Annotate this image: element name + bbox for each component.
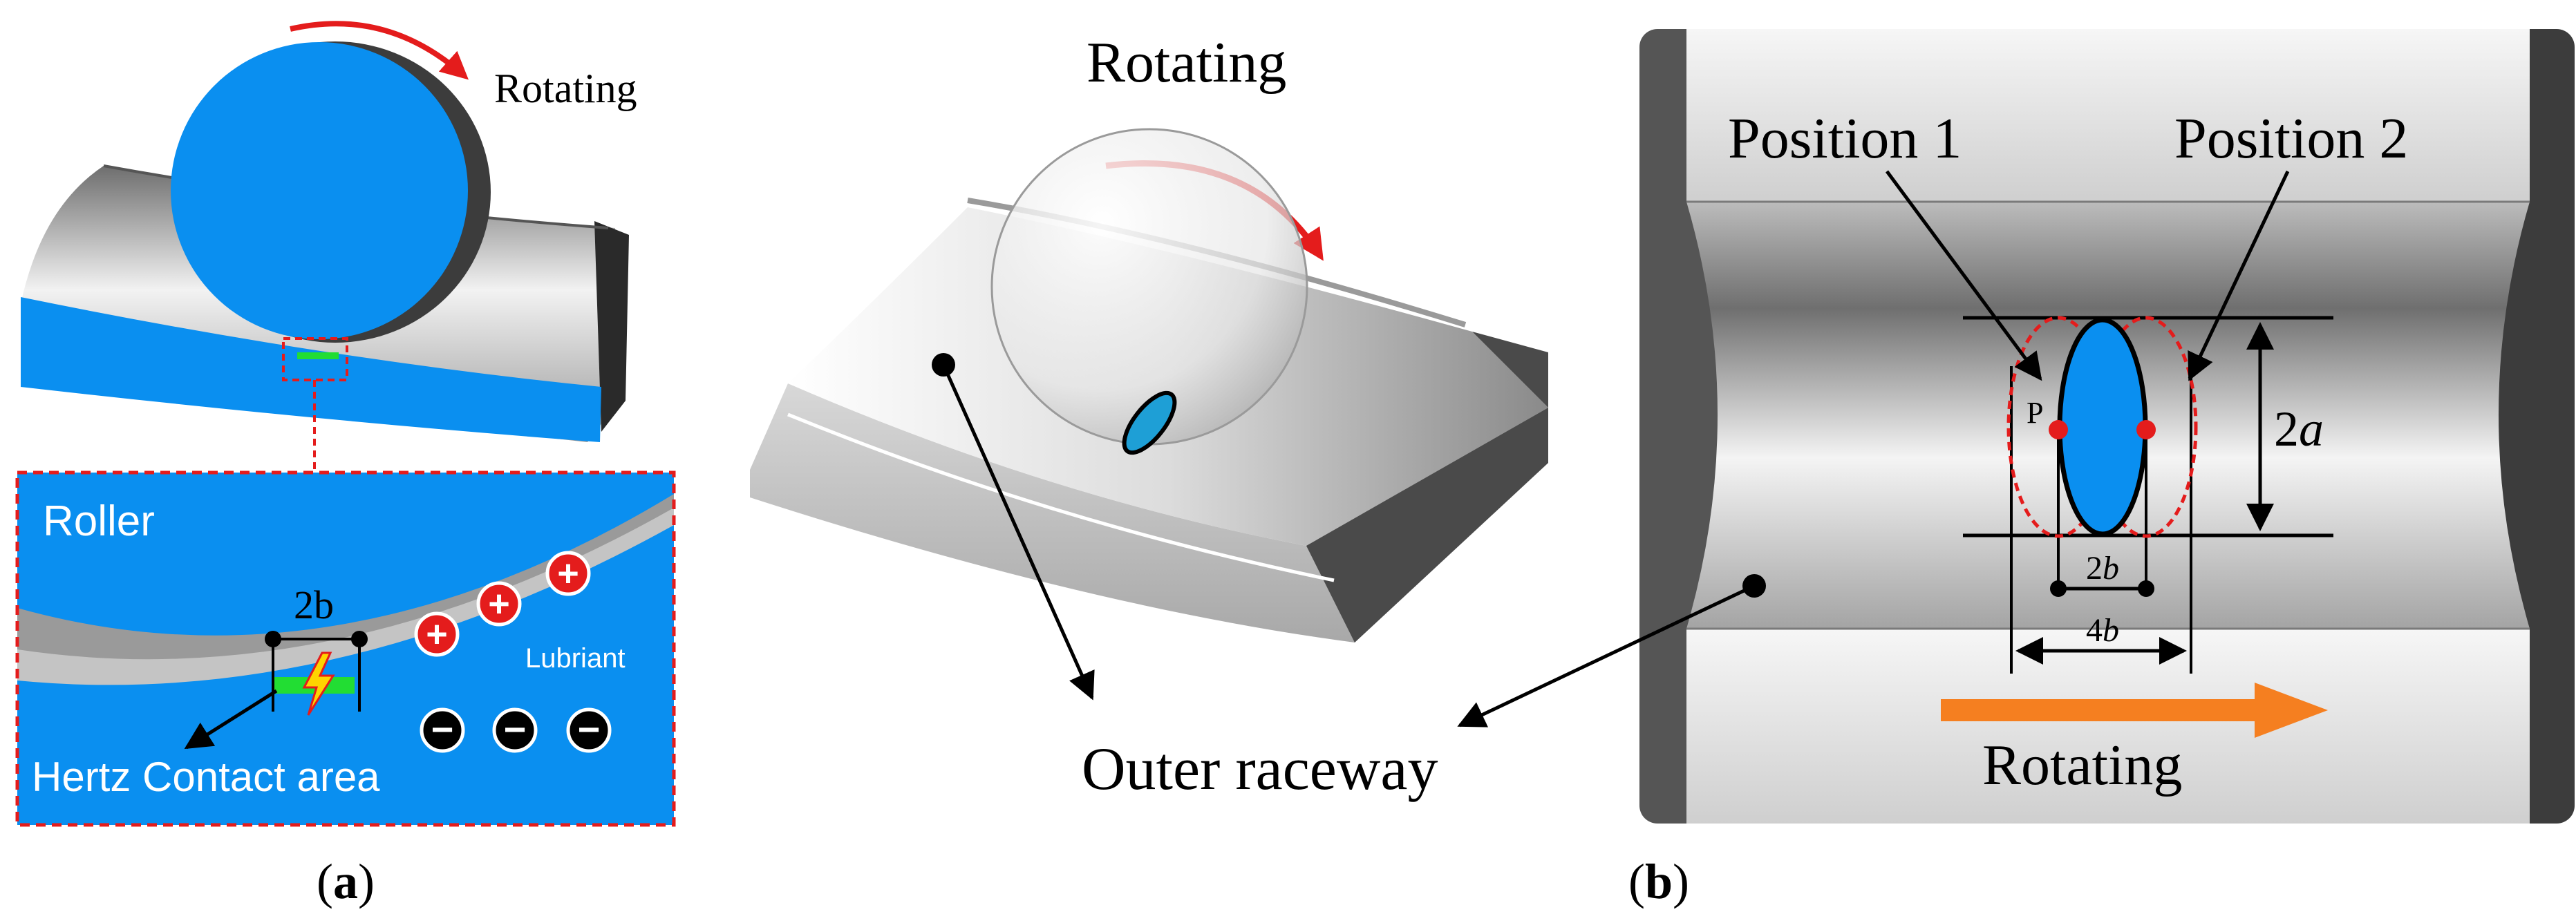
roller-label: Roller	[43, 497, 155, 545]
lightning-icon	[302, 651, 335, 716]
svg-text:−: −	[431, 707, 454, 751]
minor-axis-label: 2b	[2086, 550, 2119, 587]
panel-a: Rotating Roller 2b +	[15, 21, 676, 909]
contact-ellipse-center	[2057, 317, 2148, 537]
rotation-arrow-a	[290, 21, 469, 80]
panel-b: Position 1 Position 2 2a P 2b 4b	[1457, 29, 2575, 909]
hertz-contact-label: Hertz Contact area	[32, 754, 380, 800]
ball	[990, 128, 1308, 446]
position2-pointer	[2188, 170, 2290, 381]
position2-label: Position 2	[2174, 106, 2408, 171]
zoom-inset: Roller 2b + + + Lubriant	[15, 470, 676, 827]
position1-pointer	[1885, 170, 2042, 381]
dim-dot-right-b	[2138, 580, 2154, 597]
dim-dot-right-a	[351, 631, 368, 647]
width-label-a: 2b	[294, 582, 334, 627]
outer-width-label: 4b	[2086, 612, 2119, 649]
raceway-top-band	[1686, 29, 2530, 202]
dim-dot-left-a	[265, 631, 281, 647]
point-p-dot	[2049, 420, 2068, 439]
contact-ellipse-3d	[1122, 390, 1177, 455]
zoom-box-small	[282, 337, 348, 381]
positive-charge: +	[545, 551, 591, 596]
positive-charge: +	[476, 581, 522, 627]
rotating-label-a: Rotating	[494, 66, 637, 111]
rotating-label-b: Rotating	[1982, 733, 2182, 797]
contact-pointer	[184, 689, 278, 750]
lubricant-label: Lubriant	[525, 643, 626, 674]
major-axis-label: 2a	[2274, 401, 2324, 457]
svg-text:+: +	[426, 613, 448, 655]
contact-spot	[297, 352, 339, 359]
svg-text:+: +	[557, 553, 579, 594]
position1-label: Position 1	[1728, 106, 1962, 171]
negative-charge: −	[566, 707, 612, 753]
svg-text:−: −	[504, 707, 527, 751]
caption-b: (b)	[1628, 854, 1689, 909]
caption-a: (a)	[317, 854, 375, 909]
raceway-3d: Rotating Outer raceway	[750, 30, 1548, 803]
dim-dot-left-b	[2050, 580, 2067, 597]
rotating-label-middle: Rotating	[1087, 30, 1286, 95]
roller-disc	[171, 41, 491, 343]
negative-charge: −	[492, 707, 538, 753]
positive-charge: +	[414, 611, 460, 657]
outer-raceway-label: Outer raceway	[1082, 736, 1438, 803]
raceway-right-face	[1306, 332, 1548, 643]
rotation-direction-arrow	[1941, 683, 2328, 738]
raceway-pointer-line-b	[1457, 584, 1756, 727]
point-right-dot	[2136, 420, 2156, 439]
raceway-edge-line	[787, 412, 1335, 582]
svg-text:−: −	[578, 707, 601, 751]
raceway-pointer-line	[941, 363, 1095, 701]
point-p-label: P	[2027, 396, 2043, 430]
negative-charge: −	[420, 707, 465, 753]
svg-text:+: +	[488, 583, 510, 625]
contact-ellipse-position2	[2094, 316, 2198, 538]
